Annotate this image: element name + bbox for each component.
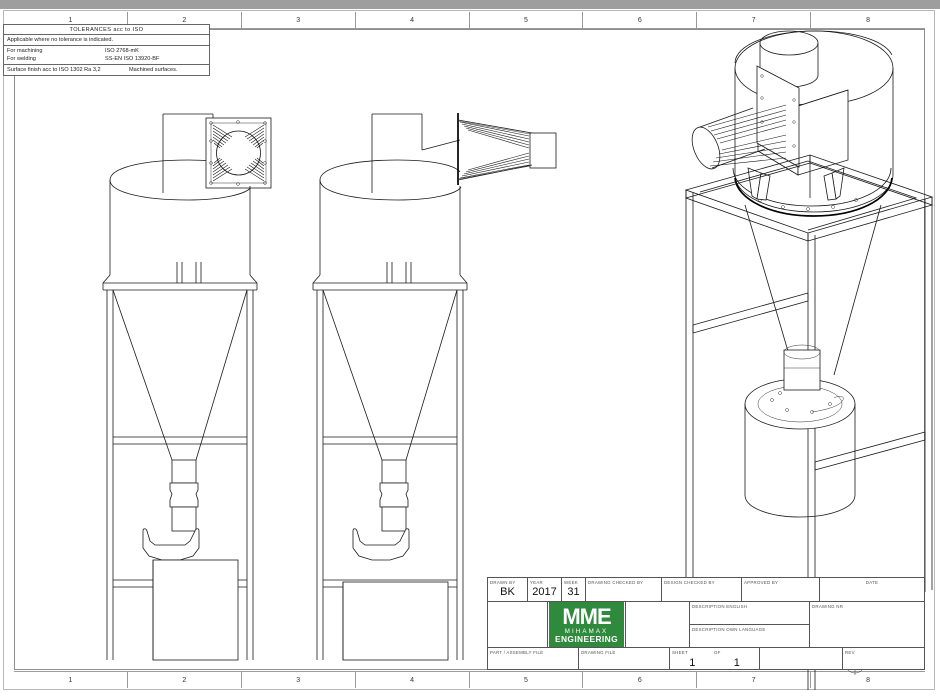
sheet-label: SHEET	[672, 649, 688, 655]
logo-name-line1: MIHAMAX	[564, 627, 609, 635]
zone-bottom-4: 4	[356, 672, 470, 688]
zone-top-7: 7	[697, 12, 812, 28]
revision-cell[interactable]: REV	[843, 648, 924, 669]
design-checked-by-label: DESIGN CHECKED BY	[664, 579, 715, 585]
projection-symbol-cell	[760, 648, 843, 669]
description-own-language-label: DESCRIPTION OWN LANGUAGE	[692, 626, 766, 632]
drawing-checked-by-label: DRAWING CHECKED BY	[588, 579, 644, 585]
date-label: DATE	[865, 579, 879, 585]
title-block-row-2: MME MIHAMAX ENGINEERING DESCRIPTION ENGL…	[488, 602, 924, 649]
zone-top-6: 6	[583, 12, 698, 28]
title-block-row-1: DRAWN BY BK YEAR 2017 WEEK 31 DRAWING CH…	[488, 578, 924, 603]
drawing-frame-inner	[14, 29, 925, 670]
company-logo-cell: MME MIHAMAX ENGINEERING	[548, 602, 626, 648]
side-view	[312, 113, 557, 661]
surface-finish-text: Surface finish acc to ISO 1302 Ra 3,2	[7, 67, 101, 74]
revision-label: REV	[845, 649, 855, 655]
sheet-numbers: 1 1	[670, 648, 759, 669]
front-view	[102, 113, 272, 661]
zone-top-5: 5	[470, 12, 584, 28]
drawing-nr-label: DRAWING NR	[812, 603, 844, 609]
zone-top-1: 1	[14, 12, 128, 28]
zone-top-8: 8	[866, 16, 871, 24]
zone-bottom-6: 6	[583, 672, 698, 688]
sheet-of-cell: SHEET OF 1 1	[670, 648, 760, 669]
drawing-file-cell[interactable]: DRAWING FILE	[579, 648, 670, 669]
week-cell[interactable]: WEEK 31	[562, 578, 586, 602]
zone-ruler-bottom: 1 2 3 4 5 6 7 8	[14, 671, 925, 688]
zone-bottom-3: 3	[242, 672, 356, 688]
description-cells: DESCRIPTION ENGLISH DESCRIPTION OWN LANG…	[690, 602, 810, 648]
blank-left-cell	[488, 602, 548, 648]
tolerance-note: Applicable where no tolerance is indicat…	[4, 35, 209, 46]
zone-bottom-8: 8	[866, 676, 871, 684]
title-block-row-3: PART / ASSEMBLY FILE DRAWING FILE SHEET …	[488, 648, 924, 669]
surface-finish-row: Surface finish acc to ISO 1302 Ra 3,2 Ma…	[4, 65, 209, 75]
of-label: OF	[714, 649, 721, 655]
design-checked-by-cell[interactable]: DESIGN CHECKED BY	[662, 578, 742, 602]
tolerance-title: TOLERANCES acc to ISO	[4, 25, 209, 35]
year-label: YEAR	[530, 579, 543, 585]
viewer-title-strip	[0, 0, 940, 9]
zone-ruler-top: 1 2 3 4 5 6 7 8	[14, 12, 925, 29]
drawn-by-value: BK	[500, 585, 515, 598]
drawing-nr-cell[interactable]: DRAWING NR	[810, 602, 924, 647]
zone-bottom-2: 2	[128, 672, 242, 688]
zone-top-2: 2	[128, 12, 242, 28]
drawing-checked-by-cell[interactable]: DRAWING CHECKED BY	[586, 578, 662, 602]
standard-value-machining: ISO 2768-mK	[105, 48, 139, 54]
description-english-label: DESCRIPTION ENGLISH	[692, 603, 748, 609]
zone-bottom-5: 5	[470, 672, 584, 688]
logo-mark: MME	[562, 603, 611, 629]
title-block: DRAWN BY BK YEAR 2017 WEEK 31 DRAWING CH…	[487, 577, 925, 670]
description-english-cell[interactable]: DESCRIPTION ENGLISH	[690, 602, 809, 626]
of-number-value: 1	[733, 656, 740, 669]
standard-row-machining: For machining ISO 2768-mK	[7, 47, 206, 55]
standard-value-welding: SS-EN ISO 13920-BF	[105, 56, 160, 63]
isometric-view	[684, 30, 934, 690]
sheet-number-value: 1	[689, 656, 696, 669]
standard-label-machining: For machining	[7, 48, 43, 54]
standard-row-welding: For welding SS-EN ISO 13920-BF	[7, 55, 206, 63]
blank-right-of-logo-cell	[626, 602, 690, 648]
zone-top-4: 4	[356, 12, 470, 28]
year-cell[interactable]: YEAR 2017	[528, 578, 562, 602]
week-label: WEEK	[564, 579, 578, 585]
company-logo: MME MIHAMAX ENGINEERING	[549, 602, 624, 648]
approved-by-label: APPROVED BY	[744, 579, 779, 585]
surface-finish-applies: Machined surfaces.	[129, 67, 178, 74]
approved-by-cell[interactable]: APPROVED BY	[742, 578, 820, 602]
zone-bottom-1: 1	[14, 672, 128, 688]
date-cell[interactable]: DATE	[820, 578, 924, 601]
logo-name-line2: ENGINEERING	[554, 633, 619, 644]
part-assembly-file-cell[interactable]: PART / ASSEMBLY FILE	[488, 648, 579, 669]
zone-bottom-7: 7	[697, 672, 812, 688]
drawing-file-label: DRAWING FILE	[581, 649, 616, 655]
drawn-by-cell[interactable]: DRAWN BY BK	[488, 578, 528, 602]
week-value: 31	[567, 585, 580, 598]
drawn-by-label: DRAWN BY	[490, 579, 516, 585]
year-value: 2017	[532, 585, 557, 598]
standard-label-welding: For welding	[7, 56, 36, 63]
description-own-language-cell[interactable]: DESCRIPTION OWN LANGUAGE	[690, 625, 809, 647]
tolerance-note-table: TOLERANCES acc to ISO Applicable where n…	[3, 24, 210, 77]
zone-top-3: 3	[242, 12, 356, 28]
tolerance-standards: For machining ISO 2768-mK For welding SS…	[4, 46, 209, 66]
part-assembly-file-label: PART / ASSEMBLY FILE	[490, 649, 544, 655]
